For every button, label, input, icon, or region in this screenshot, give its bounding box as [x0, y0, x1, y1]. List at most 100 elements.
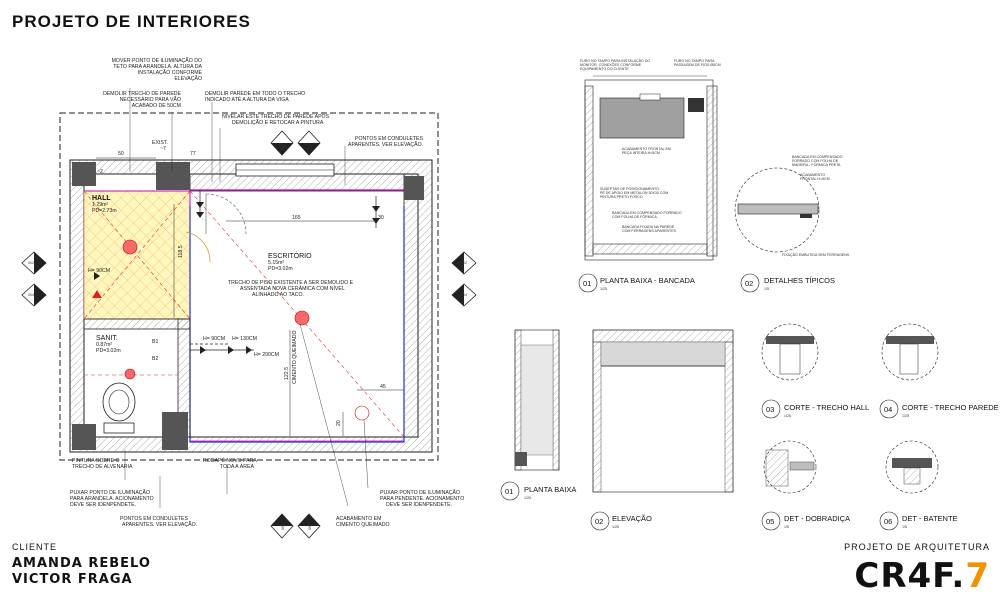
svg-text:002: 002 — [28, 261, 34, 265]
svg-text:004: 004 — [28, 293, 34, 297]
svg-text:ACABAMENTO EM: ACABAMENTO EM — [336, 516, 381, 522]
svg-text:PÉ DE APOIO EM METALON 30X30 C: PÉ DE APOIO EM METALON 30X30 COM — [600, 190, 668, 195]
pillar — [162, 412, 188, 450]
svg-text:INSTALAÇÃO CONFORME: INSTALAÇÃO CONFORME — [138, 69, 203, 76]
svg-text:CORTE - TRECHO HALL: CORTE - TRECHO HALL — [784, 403, 869, 412]
svg-text:DET - DOBRADIÇA: DET - DOBRADIÇA — [784, 514, 850, 523]
svg-text:ACABADO DE 50CM: ACABADO DE 50CM — [132, 103, 181, 109]
room-pd: PD=3.02m — [96, 348, 121, 354]
svg-text:CIMENTO QUEIMADO: CIMENTO QUEIMADO — [336, 522, 390, 528]
svg-text:H= 90CM: H= 90CM — [88, 268, 110, 274]
svg-text:45: 45 — [380, 384, 386, 390]
svg-text:ALINHADO AO TACO.: ALINHADO AO TACO. — [252, 292, 304, 298]
svg-text:002: 002 — [461, 261, 467, 265]
room-area: 1.29m² — [92, 202, 108, 208]
svg-text:005: 005 — [281, 144, 285, 150]
svg-text:ELEVAÇÃO: ELEVAÇÃO — [174, 75, 202, 82]
svg-text:H= 90CM: H= 90CM — [203, 336, 225, 342]
svg-text:1/5: 1/5 — [764, 287, 769, 291]
svg-text:TODA A ÁREA: TODA A ÁREA — [220, 463, 254, 470]
svg-text:PONTOS EM CONDULETES: PONTOS EM CONDULETES — [355, 136, 423, 142]
room-name: SANIT. — [96, 335, 118, 342]
firm-logo: CR4F.7 — [854, 556, 990, 596]
svg-text:SUSEPTAR DE POSICIONAMENTO: SUSEPTAR DE POSICIONAMENTO — [600, 187, 659, 191]
svg-text:1/25: 1/25 — [600, 287, 607, 291]
firm-label: PROJETO DE ARQUITETURA — [844, 542, 990, 552]
svg-text:01: 01 — [505, 487, 513, 496]
detail-typical: BANCADA EM COMPENSADO FORRADO COM FOLHA … — [734, 155, 850, 293]
detail-elevation-set: 01 PLANTA BAIXA 1/25 02 ELEVAÇÃO 1/25 — [500, 329, 734, 531]
svg-text:1/25: 1/25 — [612, 525, 619, 529]
page-title: PROJETO DE INTERIORES — [12, 12, 251, 31]
floor-plan — [21, 88, 477, 539]
svg-text:MONITOR. CONEXÕES CONFORME: MONITOR. CONEXÕES CONFORME — [580, 62, 642, 67]
svg-text:05: 05 — [766, 517, 774, 526]
plan-frame — [59, 112, 439, 461]
light-point — [354, 405, 370, 421]
svg-text:NECESSÁRIO PARA VÃO: NECESSÁRIO PARA VÃO — [120, 96, 181, 103]
svg-text:1/25: 1/25 — [524, 496, 531, 500]
svg-text:30: 30 — [378, 215, 384, 221]
svg-text:EXIST.: EXIST. — [152, 140, 168, 146]
svg-text:PASSAGEM DE FIOS Ø5CM: PASSAGEM DE FIOS Ø5CM — [674, 63, 721, 67]
svg-text:1/5: 1/5 — [902, 525, 907, 529]
client-label: CLIENTE — [12, 542, 58, 552]
svg-text:DET - BATENTE: DET - BATENTE — [902, 514, 958, 523]
room-area: 5.15m² — [268, 260, 284, 266]
svg-text:~2: ~2 — [97, 169, 103, 175]
svg-text:DEVE SER IDENPENDETE.: DEVE SER IDENPENDETE. — [386, 502, 452, 508]
svg-text:FORRADO COM FOLHA DE: FORRADO COM FOLHA DE — [792, 159, 839, 163]
svg-text:20: 20 — [336, 420, 342, 426]
svg-text:004: 004 — [461, 293, 467, 297]
svg-text:BANCADA EM COMPENSADO FORRADO: BANCADA EM COMPENSADO FORRADO — [612, 211, 682, 215]
switch-marker — [92, 290, 102, 298]
svg-text:DEMOLIÇÃO E RETOCAR A PINTURA: DEMOLIÇÃO E RETOCAR A PINTURA — [232, 119, 324, 126]
pillar — [404, 176, 424, 200]
svg-text:01: 01 — [583, 279, 591, 288]
svg-text:77: 77 — [190, 151, 196, 157]
svg-text:PINTURA PRETO FOSCO: PINTURA PRETO FOSCO — [600, 195, 643, 199]
svg-text:DEMOLIR PAREDE EM TODO O TRECH: DEMOLIR PAREDE EM TODO O TRECHO — [205, 91, 305, 97]
svg-text:COM FERRAGENS APARENTES: COM FERRAGENS APARENTES — [622, 229, 677, 233]
svg-text:TETO PARA ARANDELA. ALTURA DA: TETO PARA ARANDELA. ALTURA DA — [113, 64, 202, 70]
section-marker-right — [451, 251, 477, 307]
pillar — [72, 424, 96, 450]
svg-text:TRECHO DE ALVENARIA: TRECHO DE ALVENARIA — [72, 464, 133, 470]
svg-text:INDICADO ATÉ A ALTURA DA VIGA: INDICADO ATÉ A ALTURA DA VIGA — [205, 96, 289, 103]
svg-text:DEMOLIR TRECHO DE PAREDE: DEMOLIR TRECHO DE PAREDE — [103, 91, 181, 97]
svg-text:PONTOS EM CONDULETES: PONTOS EM CONDULETES — [120, 516, 188, 522]
svg-text:1/5: 1/5 — [784, 525, 789, 529]
section-marker-003-top — [270, 130, 321, 156]
svg-text:PINTURA SOBRE O: PINTURA SOBRE O — [72, 458, 120, 464]
svg-text:118.5: 118.5 — [178, 245, 184, 258]
floor-finish-label: CIMENTO QUEIMADO — [292, 330, 298, 384]
svg-text:TRECHO DE PISO EXISTENTE A SER: TRECHO DE PISO EXISTENTE A SER DEMOLIDO … — [228, 280, 354, 286]
svg-text:ELEVAÇÃO: ELEVAÇÃO — [612, 514, 652, 523]
svg-text:PARA PENDENTE. ACIONAMENTO: PARA PENDENTE. ACIONAMENTO — [380, 496, 464, 502]
svg-text:PUXAR PONTO DE ILUMINAÇÃO: PUXAR PONTO DE ILUMINAÇÃO — [380, 489, 460, 496]
svg-text:B2: B2 — [152, 356, 158, 362]
door-swing — [205, 193, 247, 235]
svg-text:MOVER PONTO DE ILUMINAÇÃO DO: MOVER PONTO DE ILUMINAÇÃO DO — [112, 57, 202, 64]
svg-text:DETALHES TÍPICOS: DETALHES TÍPICOS — [764, 276, 835, 285]
svg-text:165: 165 — [292, 215, 301, 221]
svg-text:1/25: 1/25 — [784, 414, 791, 418]
svg-text:06: 06 — [884, 517, 892, 526]
svg-text:ACABAMENTO: ACABAMENTO — [800, 173, 825, 177]
office-outline — [189, 206, 405, 443]
svg-text:EQUIPAMENTO DO CLIENTE: EQUIPAMENTO DO CLIENTE — [580, 67, 629, 71]
client-name: VICTOR FRAGA — [12, 572, 133, 587]
light-point — [294, 310, 310, 326]
svg-text:005: 005 — [281, 524, 285, 530]
pillar — [156, 162, 190, 190]
room-name: ESCRITÓRIO — [268, 251, 312, 260]
light-point — [122, 239, 138, 255]
section-marker-bottom — [270, 513, 321, 539]
logo-accent: 7 — [965, 556, 990, 596]
room-name: HALL — [92, 195, 111, 202]
svg-text:ACABAMENTO FRONTAL EM: ACABAMENTO FRONTAL EM — [622, 147, 671, 151]
client-name: AMANDA REBELO — [12, 556, 151, 571]
svg-text:122.5: 122.5 — [284, 367, 290, 380]
svg-text:PUXAR PONTO DE ILUMINAÇÃO: PUXAR PONTO DE ILUMINAÇÃO — [70, 489, 150, 496]
